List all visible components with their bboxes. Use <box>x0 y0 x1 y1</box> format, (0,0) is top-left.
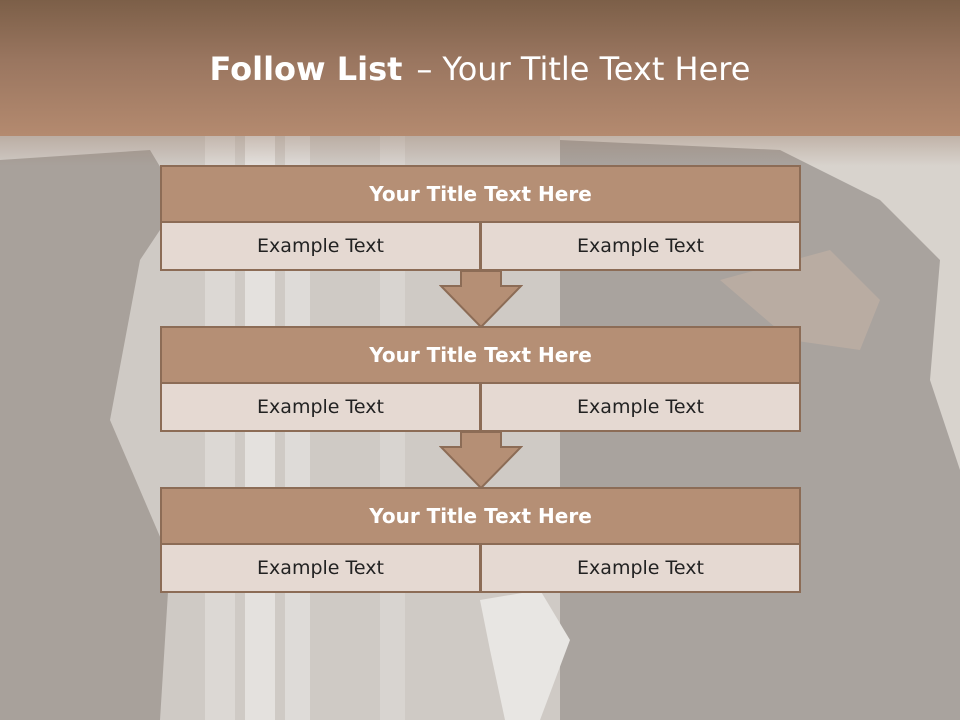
flow-block-1: Your Title Text Here Example Text Exampl… <box>160 165 801 271</box>
block-row: Example Text Example Text <box>160 382 801 432</box>
flow-block-3: Your Title Text Here Example Text Exampl… <box>160 487 801 593</box>
block-cell-left: Example Text <box>160 543 481 593</box>
block-title: Your Title Text Here <box>160 326 801 384</box>
slide-title-bold: Follow List <box>209 50 403 88</box>
block-cell-left: Example Text <box>160 382 481 432</box>
header-shadow <box>0 136 960 166</box>
header-band <box>0 0 960 136</box>
block-title: Your Title Text Here <box>160 487 801 545</box>
block-cell-right: Example Text <box>480 221 801 271</box>
block-cell-left: Example Text <box>160 221 481 271</box>
block-row: Example Text Example Text <box>160 221 801 271</box>
slide-title-separator: – <box>416 50 433 88</box>
flow-block-2: Your Title Text Here Example Text Exampl… <box>160 326 801 432</box>
block-cell-right: Example Text <box>480 543 801 593</box>
block-title: Your Title Text Here <box>160 165 801 223</box>
slide-title: Follow List–Your Title Text Here <box>0 50 960 88</box>
block-cell-right: Example Text <box>480 382 801 432</box>
block-row: Example Text Example Text <box>160 543 801 593</box>
down-arrow-icon <box>439 431 523 489</box>
down-arrow-icon <box>439 270 523 328</box>
slide-title-rest: Your Title Text Here <box>442 50 751 88</box>
